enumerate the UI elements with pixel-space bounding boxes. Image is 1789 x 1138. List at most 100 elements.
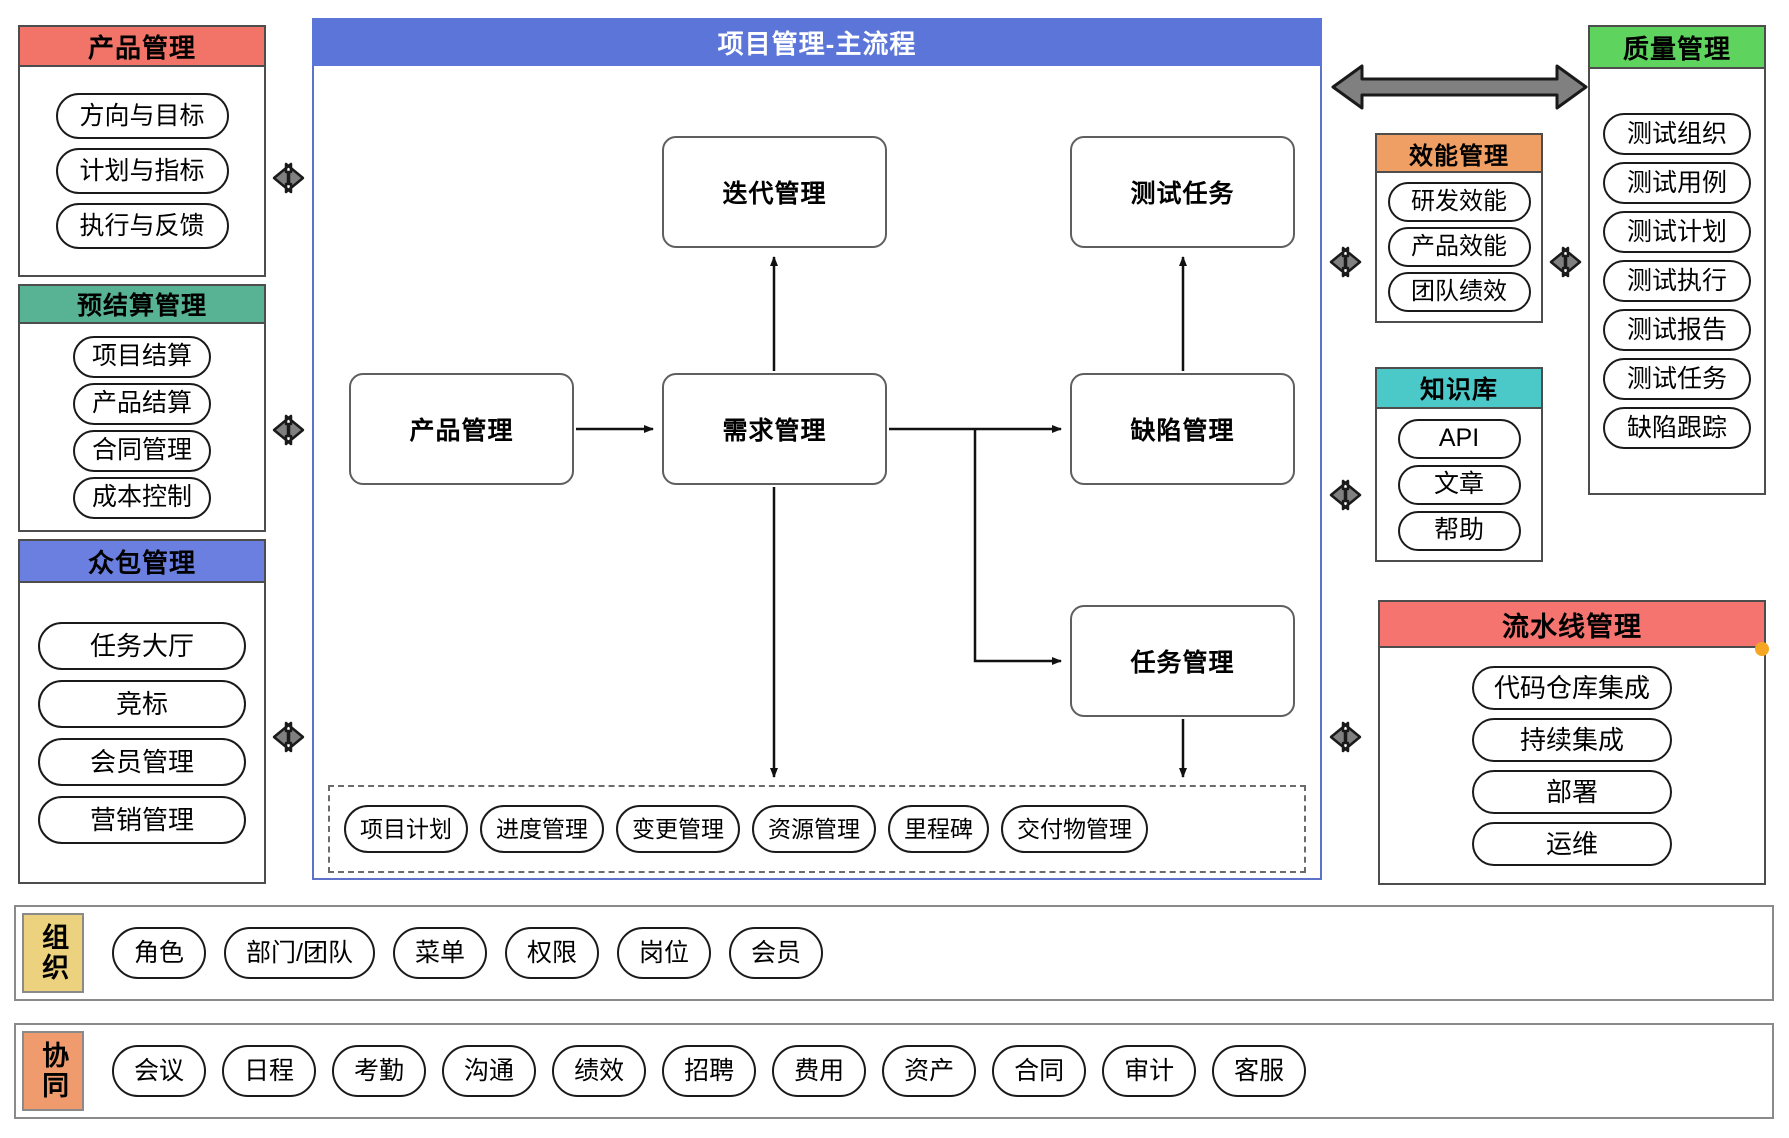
pill-crowd-2[interactable]: 会员管理	[38, 737, 246, 786]
panel-budget-management-items: 项目结算 产品结算 合同管理 成本控制	[20, 324, 264, 530]
pill-collab-3[interactable]: 沟通	[442, 1045, 537, 1097]
pill-collab-10[interactable]: 客服	[1212, 1045, 1307, 1097]
row-organization-tag: 组织	[22, 913, 84, 993]
bidir-arrow-budget-main	[272, 414, 305, 446]
pill-budget-3[interactable]: 成本控制	[73, 476, 211, 519]
pill-org-0[interactable]: 角色	[112, 927, 207, 979]
panel-title: 流水线管理	[1502, 611, 1642, 642]
panel-budget-management[interactable]: 预结算管理 项目结算 产品结算 合同管理 成本控制	[18, 284, 266, 532]
panel-crowdsourcing-management-items: 任务大厅 竞标 会员管理 营销管理	[20, 583, 264, 882]
row-collaboration: 协同 会议 日程 考勤 沟通 绩效 招聘 费用 资产 合同 审计 客服	[14, 1023, 1774, 1119]
pill-budget-0[interactable]: 项目结算	[73, 335, 211, 378]
pill-budget-1[interactable]: 产品结算	[73, 382, 211, 425]
pill-crowd-3[interactable]: 营销管理	[38, 795, 246, 844]
bidir-arrow-main-efficiency	[1329, 246, 1362, 278]
node-iteration-management[interactable]: 迭代管理	[662, 136, 887, 248]
pill-pipeline-0[interactable]: 代码仓库集成	[1472, 665, 1672, 710]
panel-crowdsourcing-management-header: 众包管理	[18, 539, 266, 583]
pill-collab-5[interactable]: 招聘	[662, 1045, 757, 1097]
pill-efficiency-0[interactable]: 研发效能	[1387, 182, 1531, 222]
pill-pipeline-3[interactable]: 运维	[1472, 821, 1672, 866]
pill-org-3[interactable]: 权限	[504, 927, 599, 979]
pill-pipeline-2[interactable]: 部署	[1472, 769, 1672, 814]
pill-plan-4[interactable]: 里程碑	[888, 805, 989, 853]
pill-plan-2[interactable]: 变更管理	[616, 805, 740, 853]
pill-collab-9[interactable]: 审计	[1102, 1045, 1197, 1097]
pill-product-2[interactable]: 执行与反馈	[55, 203, 229, 249]
node-test-task[interactable]: 测试任务	[1070, 136, 1295, 248]
pill-product-0[interactable]: 方向与目标	[55, 93, 229, 139]
bidir-arrow-crowdsourcing-main	[272, 721, 305, 753]
pill-knowledge-2[interactable]: 帮助	[1397, 510, 1521, 551]
pill-quality-4[interactable]: 测试报告	[1603, 309, 1751, 351]
node-task-management[interactable]: 任务管理	[1070, 605, 1295, 717]
project-plan-group: 项目计划 进度管理 变更管理 资源管理 里程碑 交付物管理	[328, 785, 1306, 873]
panel-title: 质量管理	[1622, 33, 1731, 64]
bidir-arrow-efficiency-quality	[1549, 246, 1582, 278]
pill-crowd-0[interactable]: 任务大厅	[38, 621, 246, 670]
pill-collab-2[interactable]: 考勤	[332, 1045, 427, 1097]
pill-product-1[interactable]: 计划与指标	[55, 148, 229, 194]
pill-collab-1[interactable]: 日程	[222, 1045, 317, 1097]
pill-plan-0[interactable]: 项目计划	[344, 805, 468, 853]
bidir-arrow-main-pipeline	[1329, 721, 1362, 753]
pill-collab-6[interactable]: 费用	[772, 1045, 867, 1097]
node-product-management[interactable]: 产品管理	[349, 373, 574, 485]
pill-budget-2[interactable]: 合同管理	[73, 429, 211, 472]
pill-plan-3[interactable]: 资源管理	[752, 805, 876, 853]
main-process-title-text: 项目管理-主流程	[717, 28, 917, 59]
bidir-arrow-main-knowledge	[1329, 479, 1362, 511]
pill-quality-2[interactable]: 测试计划	[1603, 211, 1751, 253]
pill-efficiency-2[interactable]: 团队绩效	[1387, 272, 1531, 312]
pill-org-2[interactable]: 菜单	[392, 927, 487, 979]
row-collaboration-items: 会议 日程 考勤 沟通 绩效 招聘 费用 资产 合同 审计 客服	[90, 1025, 1772, 1117]
panel-quality-management[interactable]: 质量管理 测试组织 测试用例 测试计划 测试执行 测试报告 测试任务 缺陷跟踪	[1588, 25, 1766, 495]
row-organization-items: 角色 部门/团队 菜单 权限 岗位 会员	[90, 907, 1772, 999]
panel-quality-management-items: 测试组织 测试用例 测试计划 测试执行 测试报告 测试任务 缺陷跟踪	[1590, 69, 1764, 493]
panel-title: 效能管理	[1409, 142, 1509, 170]
pill-crowd-1[interactable]: 竞标	[38, 679, 246, 728]
node-defect-management[interactable]: 缺陷管理	[1070, 373, 1295, 485]
panel-product-management-items: 方向与目标 计划与指标 执行与反馈	[20, 67, 264, 275]
pill-quality-5[interactable]: 测试任务	[1603, 358, 1751, 400]
panel-knowledge-base-header: 知识库	[1375, 367, 1543, 409]
pill-collab-7[interactable]: 资产	[882, 1045, 977, 1097]
panel-title: 众包管理	[87, 547, 196, 578]
panel-budget-management-header: 预结算管理	[18, 284, 266, 324]
pill-quality-6[interactable]: 缺陷跟踪	[1603, 407, 1751, 449]
pill-org-5[interactable]: 会员	[729, 927, 824, 979]
panel-product-management-header: 产品管理	[18, 25, 266, 67]
panel-crowdsourcing-management[interactable]: 众包管理 任务大厅 竞标 会员管理 营销管理	[18, 539, 266, 884]
panel-title: 预结算管理	[76, 292, 207, 320]
panel-efficiency-management[interactable]: 效能管理 研发效能 产品效能 团队绩效	[1375, 133, 1543, 323]
pill-knowledge-0[interactable]: API	[1397, 418, 1521, 459]
node-requirement-management[interactable]: 需求管理	[662, 373, 887, 485]
pill-plan-5[interactable]: 交付物管理	[1001, 805, 1148, 853]
panel-efficiency-management-header: 效能管理	[1375, 133, 1543, 173]
panel-pipeline-management-items: 代码仓库集成 持续集成 部署 运维	[1380, 648, 1764, 883]
pipeline-status-dot	[1755, 642, 1769, 656]
pill-org-1[interactable]: 部门/团队	[224, 927, 375, 979]
pill-quality-3[interactable]: 测试执行	[1603, 260, 1751, 302]
panel-knowledge-base-items: API 文章 帮助	[1377, 409, 1541, 560]
pill-pipeline-1[interactable]: 持续集成	[1472, 717, 1672, 762]
panel-quality-management-header: 质量管理	[1588, 25, 1766, 69]
pill-org-4[interactable]: 岗位	[617, 927, 712, 979]
pill-quality-1[interactable]: 测试用例	[1603, 162, 1751, 204]
panel-pipeline-management-header: 流水线管理	[1378, 600, 1766, 648]
pill-knowledge-1[interactable]: 文章	[1397, 464, 1521, 505]
pill-quality-0[interactable]: 测试组织	[1603, 113, 1751, 155]
panel-knowledge-base[interactable]: 知识库 API 文章 帮助	[1375, 367, 1543, 562]
pill-plan-1[interactable]: 进度管理	[480, 805, 604, 853]
pill-efficiency-1[interactable]: 产品效能	[1387, 227, 1531, 267]
panel-efficiency-management-items: 研发效能 产品效能 团队绩效	[1377, 173, 1541, 321]
row-collaboration-tag: 协同	[22, 1031, 84, 1111]
pill-collab-0[interactable]: 会议	[112, 1045, 207, 1097]
bidir-arrow-product-main	[272, 162, 305, 194]
panel-pipeline-management[interactable]: 流水线管理 代码仓库集成 持续集成 部署 运维	[1378, 600, 1766, 885]
pill-collab-4[interactable]: 绩效	[552, 1045, 647, 1097]
panel-product-management[interactable]: 产品管理 方向与目标 计划与指标 执行与反馈	[18, 25, 266, 277]
panel-title: 产品管理	[87, 32, 196, 63]
pill-collab-8[interactable]: 合同	[992, 1045, 1087, 1097]
